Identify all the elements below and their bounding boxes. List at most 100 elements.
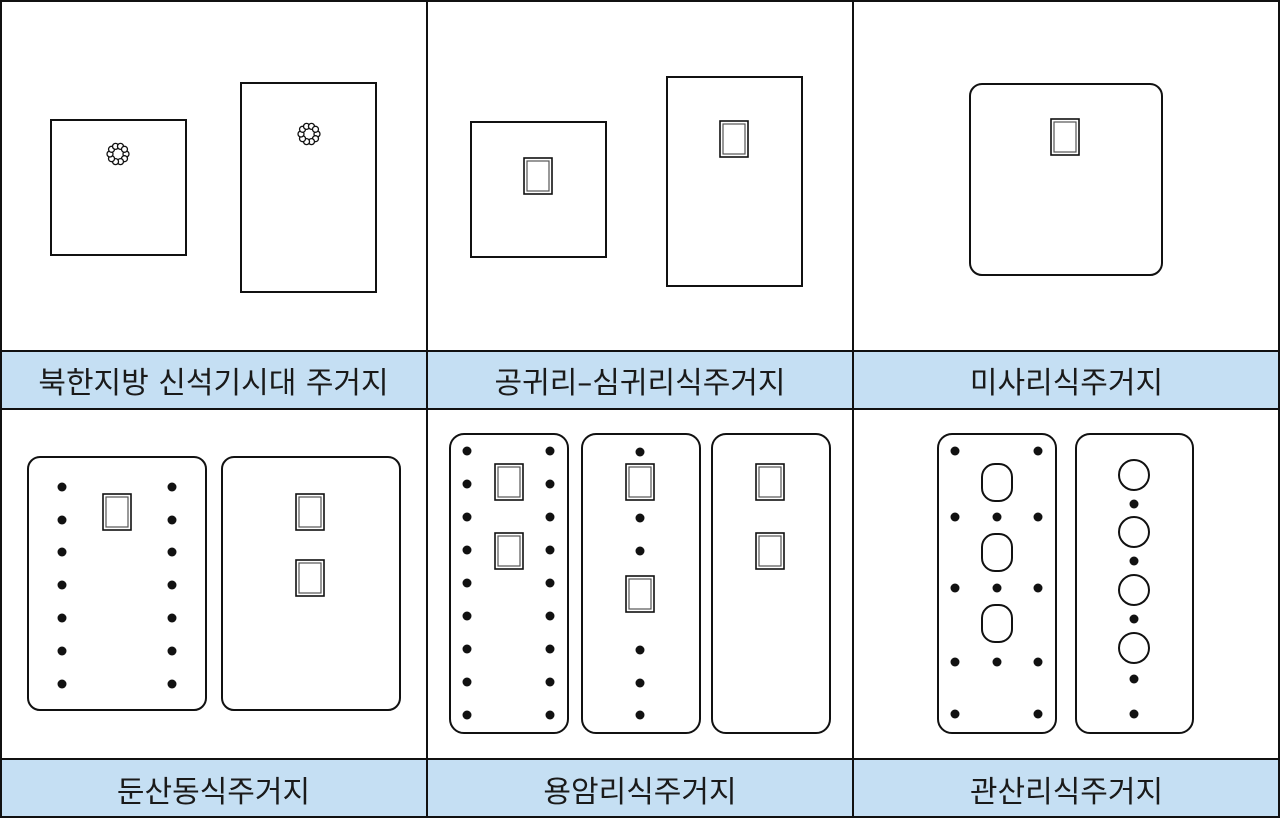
post-hole-icon (167, 679, 177, 689)
hearth-inner-icon (628, 466, 652, 498)
hearth-inner-icon (497, 466, 521, 498)
hearth-icon (494, 463, 524, 501)
post-hole-icon (462, 446, 472, 456)
post-hole-icon (57, 646, 67, 656)
post-hole-icon (1129, 674, 1139, 684)
label-yongamri-type: 용암리식주거지 (427, 759, 853, 818)
hearth-icon (523, 157, 553, 195)
post-hole-icon (635, 513, 645, 523)
hearth-icon (625, 463, 655, 501)
post-hole-icon (545, 644, 555, 654)
hearth-inner-icon (497, 535, 521, 567)
dwelling-outline (937, 433, 1057, 734)
post-hole-icon (635, 546, 645, 556)
hearth-icon (1050, 118, 1080, 156)
round-pit-icon (1118, 574, 1150, 606)
dwelling-outline (449, 433, 569, 734)
round-pit-icon (1118, 516, 1150, 548)
post-hole-icon (462, 545, 472, 555)
post-hole-icon (57, 515, 67, 525)
post-hole-icon (545, 446, 555, 456)
post-hole-icon (57, 580, 67, 590)
post-hole-icon (1129, 556, 1139, 566)
round-pit-icon (1118, 632, 1150, 664)
label-dunsandong-type: 둔산동식주거지 (0, 759, 427, 818)
hearth-inner-icon (105, 496, 129, 528)
post-hole-icon (950, 583, 960, 593)
dwelling-outline (969, 83, 1163, 276)
oval-pit-icon (981, 604, 1013, 643)
post-hole-icon (462, 710, 472, 720)
hearth-inner-icon (298, 496, 322, 528)
post-hole-icon (57, 613, 67, 623)
hearth-inner-icon (628, 578, 652, 610)
post-hole-icon (545, 512, 555, 522)
hearth-icon (102, 493, 132, 531)
dwelling-outline (711, 433, 831, 734)
post-hole-icon (1033, 709, 1043, 719)
hearth-inner-icon (758, 466, 782, 498)
post-hole-icon (545, 611, 555, 621)
post-hole-icon (545, 710, 555, 720)
post-hole-icon (462, 644, 472, 654)
hearth-icon (755, 463, 785, 501)
dwelling-outline (50, 119, 187, 256)
post-hole-icon (635, 710, 645, 720)
hearth-icon (295, 493, 325, 531)
dwelling-outline (666, 76, 803, 287)
hearth-icon (295, 559, 325, 597)
dwelling-outline (221, 456, 401, 711)
dwelling-outline (1075, 433, 1194, 734)
post-hole-icon (57, 547, 67, 557)
post-hole-icon (57, 482, 67, 492)
dwelling-outline (240, 82, 377, 293)
post-hole-icon (992, 512, 1002, 522)
post-hole-icon (1033, 657, 1043, 667)
post-hole-icon (992, 583, 1002, 593)
post-hole-icon (992, 657, 1002, 667)
oval-pit-icon (981, 463, 1013, 502)
post-hole-icon (1129, 709, 1139, 719)
hearth-inner-icon (526, 160, 550, 192)
hearth-icon (625, 575, 655, 613)
dwelling-outline (470, 121, 607, 258)
post-hole-icon (1033, 583, 1043, 593)
oval-pit-icon (981, 533, 1013, 572)
label-north-korea-neolithic-dwelling: 북한지방 신석기시대 주거지 (0, 351, 427, 409)
round-pit-icon (1118, 459, 1150, 491)
label-gonggwiri-simgwiri-type: 공귀리–심귀리식주거지 (427, 351, 853, 409)
post-hole-icon (57, 679, 67, 689)
post-hole-icon (1129, 614, 1139, 624)
post-hole-icon (950, 657, 960, 667)
hearth-inner-icon (722, 123, 746, 155)
post-hole-icon (167, 547, 177, 557)
post-hole-icon (462, 578, 472, 588)
post-hole-icon (462, 611, 472, 621)
post-hole-icon (545, 545, 555, 555)
label-misari-type: 미사리식주거지 (853, 351, 1280, 409)
post-hole-icon (635, 447, 645, 457)
post-hole-icon (1129, 499, 1139, 509)
post-hole-icon (462, 512, 472, 522)
post-hole-icon (1033, 446, 1043, 456)
post-hole-icon (167, 580, 177, 590)
post-hole-icon (635, 645, 645, 655)
hearth-inner-icon (1053, 121, 1077, 153)
hearth-inner-icon (758, 535, 782, 567)
post-hole-icon (635, 678, 645, 688)
post-hole-icon (462, 479, 472, 489)
post-hole-icon (167, 646, 177, 656)
label-gwansanri-type: 관산리식주거지 (853, 759, 1280, 818)
post-hole-icon (545, 479, 555, 489)
post-hole-icon (545, 677, 555, 687)
hearth-icon (494, 532, 524, 570)
stone-ring-hearth-icon (311, 125, 320, 133)
post-hole-icon (1033, 512, 1043, 522)
stone-ring-hearth-icon (120, 145, 129, 153)
hearth-inner-icon (298, 562, 322, 594)
post-hole-icon (462, 677, 472, 687)
post-hole-icon (167, 515, 177, 525)
